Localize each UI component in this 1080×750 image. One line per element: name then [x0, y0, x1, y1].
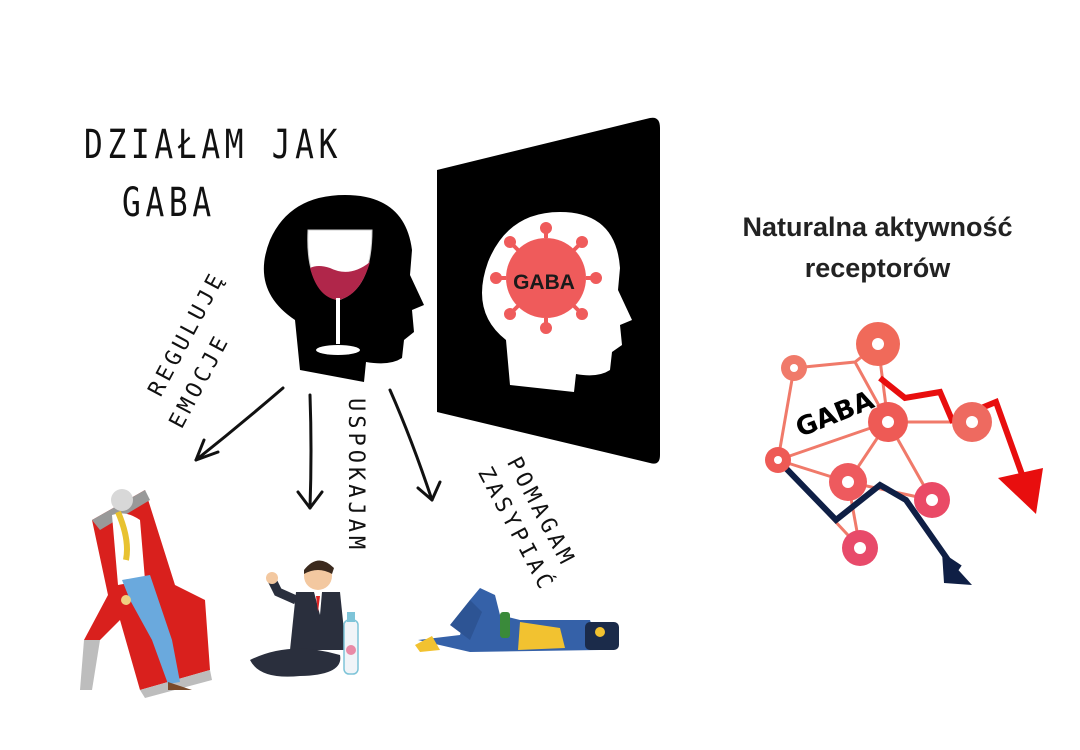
- woman-on-chair-illustration: [80, 489, 212, 698]
- receptor-network: GABA: [765, 322, 1043, 585]
- receptor-heading-line-2: receptorów: [804, 253, 951, 283]
- title-line-1: DZIAŁAM JAK: [84, 122, 343, 168]
- arrow-left: [194, 386, 285, 462]
- gaba-virus-icon: GABA: [490, 222, 602, 334]
- virus-label: GABA: [513, 271, 575, 294]
- receptor-heading-line-1: Naturalna aktywność: [742, 212, 1013, 242]
- arrows: [194, 386, 442, 510]
- network-label: GABA: [792, 385, 879, 443]
- title-line-2: GABA: [122, 180, 216, 226]
- wine-glass-icon: [307, 229, 373, 355]
- arrow-middle: [308, 393, 313, 510]
- arrow-right: [388, 388, 434, 502]
- sleeping-man-illustration: [415, 588, 619, 652]
- label-uspokajam: USPOKAJAM: [343, 398, 368, 554]
- red-trend-arrow: [878, 375, 1027, 482]
- sitting-man-illustration: [250, 560, 359, 677]
